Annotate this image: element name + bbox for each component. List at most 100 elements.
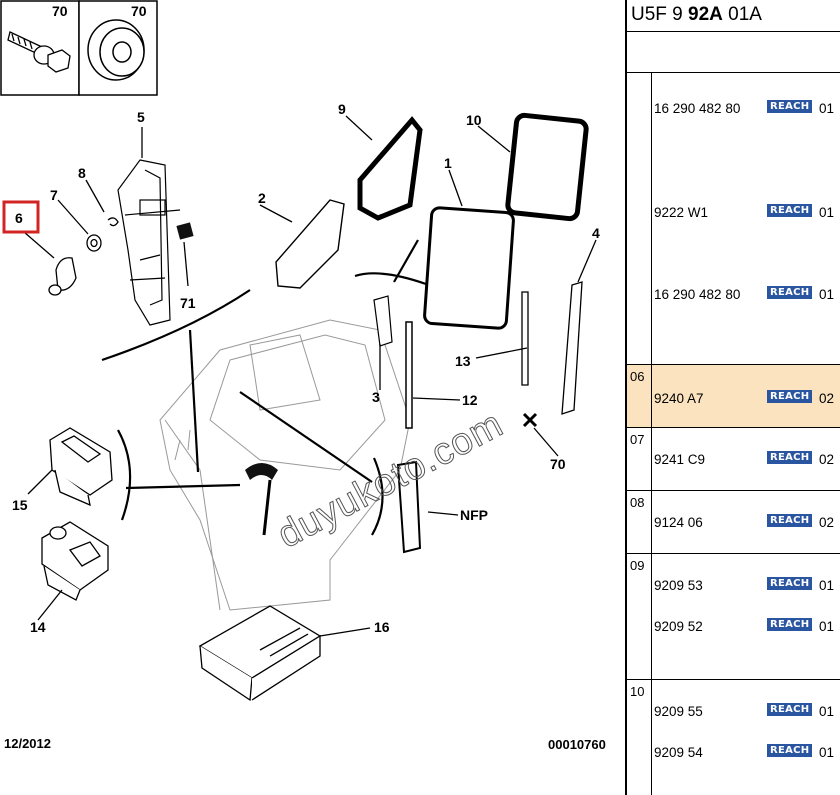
detail-box-grommet	[78, 0, 158, 96]
callout-13: 13	[455, 353, 471, 369]
callout-6-highlight	[2, 200, 40, 234]
guide-3	[373, 295, 393, 347]
clip-71-part	[176, 222, 194, 240]
leader-lines	[23, 115, 597, 637]
part-reference[interactable]: 9209 53	[654, 578, 703, 593]
header-spacer	[627, 32, 840, 72]
callout-8: 8	[78, 165, 86, 181]
regulator-cable	[262, 479, 272, 536]
strip-12	[405, 321, 413, 429]
part-entry[interactable]: 9209 55 REACH 01	[652, 702, 840, 722]
callout-70-a: 70	[52, 3, 68, 19]
group-index: 08	[627, 491, 652, 553]
reach-badge: REACH	[767, 204, 813, 217]
code-prefix: U5F 9	[631, 4, 689, 25]
callout-6: 6	[15, 210, 23, 226]
part-entry[interactable]: 9241 C9 REACH 02	[652, 450, 840, 470]
code-suffix: 01A	[722, 4, 762, 25]
group-index	[627, 73, 652, 364]
part-reference[interactable]: 9209 52	[654, 619, 703, 634]
quarter-glass-2	[275, 199, 345, 289]
reach-badge: REACH	[767, 286, 813, 299]
part-entry[interactable]: 9124 06 REACH 02	[652, 513, 840, 533]
reach-badge: REACH	[767, 451, 813, 464]
exploded-parts-diagram: 70 70	[0, 0, 600, 702]
part-reference[interactable]: 16 290 482 80	[654, 287, 741, 302]
part-quantity: 01	[819, 704, 835, 719]
part-reference[interactable]: 9209 55	[654, 704, 703, 719]
window-regulator-part	[117, 159, 181, 326]
control-module-16	[198, 605, 322, 702]
part-entry[interactable]: 16 290 482 80 REACH 01	[652, 285, 840, 305]
callout-70-b: 70	[131, 3, 147, 19]
part-quantity: 02	[819, 452, 835, 467]
strip-13	[521, 291, 529, 386]
group-index: 10	[627, 680, 652, 795]
callout-7: 7	[50, 187, 58, 203]
part-entry[interactable]: 9209 53 REACH 01	[652, 576, 840, 596]
part-quantity: 01	[819, 578, 835, 593]
callout-12: 12	[462, 392, 478, 408]
quarter-glass-9	[357, 116, 423, 221]
part-quantity: 02	[819, 515, 835, 530]
reach-badge: REACH	[767, 703, 813, 716]
seal-nfp	[396, 460, 422, 554]
part-reference[interactable]: 9209 54	[654, 745, 703, 760]
part-reference[interactable]: 9241 C9	[654, 452, 706, 467]
part-entry[interactable]: 16 290 482 80 REACH 01	[652, 99, 840, 119]
callout-9: 9	[338, 101, 346, 117]
door-outline	[159, 319, 411, 611]
reach-badge: REACH	[767, 514, 813, 527]
part-quantity: 02	[819, 391, 835, 406]
part-quantity: 01	[819, 619, 835, 634]
small-parts-6-7-8	[48, 217, 119, 296]
callout-16: 16	[374, 619, 390, 635]
group-index: 07	[627, 428, 652, 490]
window-switch-15	[49, 427, 113, 507]
screw-70	[522, 412, 538, 428]
glass-channel-4	[561, 281, 583, 415]
grommet-icon	[87, 19, 145, 81]
callout-5: 5	[137, 109, 145, 125]
footer-date: 12/2012	[4, 736, 51, 751]
part-entry[interactable]: 9240 A7 REACH 02	[652, 389, 840, 409]
detail-arcs	[101, 239, 427, 536]
part-reference[interactable]: 16 290 482 80	[654, 101, 741, 116]
diagram-code: U5F 9 92A 01A	[627, 0, 840, 32]
callout-3: 3	[372, 389, 380, 405]
part-quantity: 01	[819, 287, 835, 302]
callout-10: 10	[466, 112, 482, 128]
door-handle	[245, 463, 278, 480]
callout-71: 71	[180, 295, 196, 311]
part-quantity: 01	[819, 101, 835, 116]
detail-box-bolt	[0, 0, 80, 96]
bolt-icon	[7, 31, 71, 73]
callout-70-c: 70	[550, 456, 566, 472]
main-glass-1	[423, 206, 515, 330]
part-entry[interactable]: 9222 W1 REACH 01	[652, 203, 840, 223]
part-quantity: 01	[819, 205, 835, 220]
part-quantity: 01	[819, 745, 835, 760]
window-switch-14	[41, 521, 109, 601]
watermark: duyukoto.com	[271, 403, 510, 557]
footer-reference: 00010760	[548, 737, 606, 752]
part-reference[interactable]: 9222 W1	[654, 205, 709, 220]
part-reference[interactable]: 9240 A7	[654, 391, 704, 406]
code-bold: 92A	[688, 4, 723, 25]
reach-badge: REACH	[767, 577, 813, 590]
callout-4: 4	[592, 225, 600, 241]
callout-15: 15	[12, 497, 28, 513]
group-index: 06	[627, 365, 652, 427]
reach-badge: REACH	[767, 100, 813, 113]
reach-badge: REACH	[767, 390, 813, 403]
part-reference[interactable]: 9124 06	[654, 515, 703, 530]
callout-14: 14	[30, 619, 46, 635]
